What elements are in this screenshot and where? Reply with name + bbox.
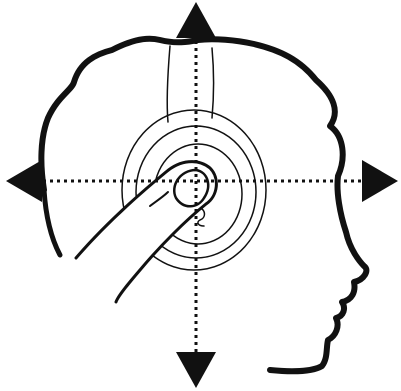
- arrow-down-icon: [176, 352, 216, 388]
- arrow-left-icon: [6, 160, 42, 202]
- headband-inner: [212, 48, 214, 118]
- arrow-right-icon: [362, 160, 398, 202]
- headband: [167, 46, 170, 122]
- arrow-up-icon: [176, 2, 216, 38]
- neck-outline: [44, 190, 60, 255]
